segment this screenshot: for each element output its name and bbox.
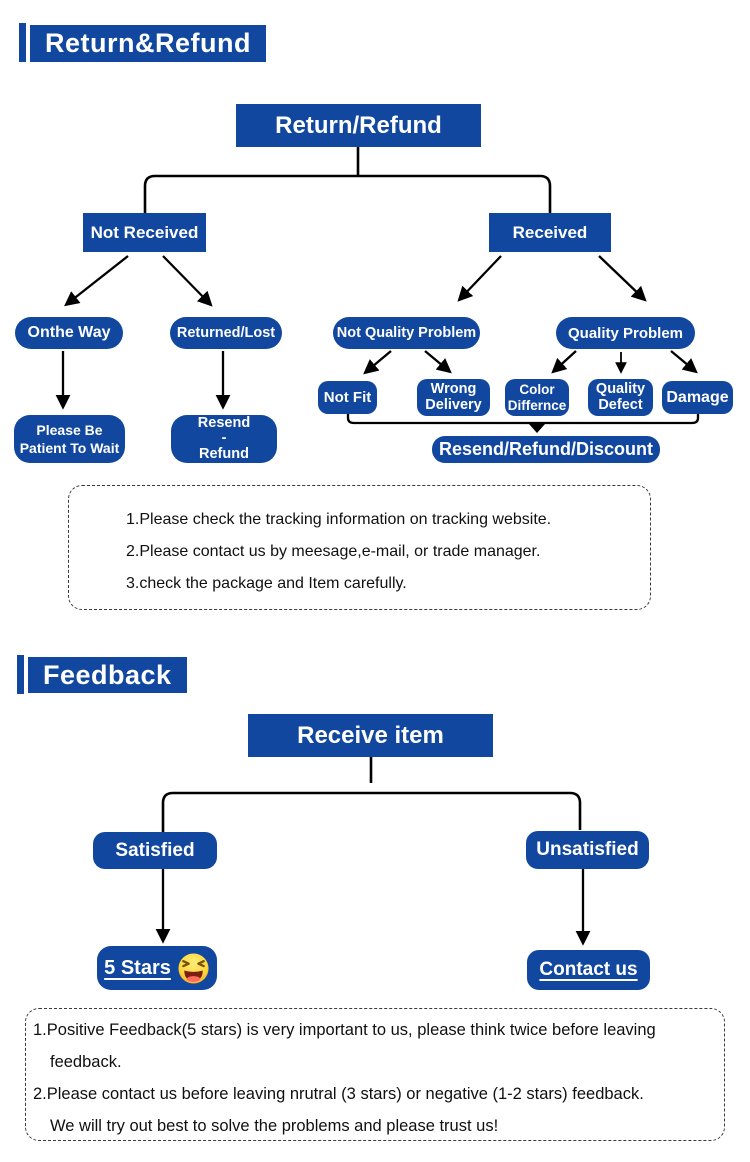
section1-bracket [346,414,700,433]
node-resend-refund-discount: Resend/Refund/Discount [432,436,660,463]
contact-us-button[interactable]: Contact us [527,950,650,990]
node-color-differnce: Color Differnce [505,379,569,416]
node-return-refund: Return/Refund [236,104,481,147]
node-received: Received [489,213,611,252]
laughing-emoji-icon [178,952,209,984]
node-not-received: Not Received [83,213,206,252]
contact-us-label: Contact us [539,959,638,980]
note-line: 1.Positive Feedback(5 stars) is very imp… [33,1021,656,1039]
section2-arrows [155,869,591,946]
node-not-quality-problem: Not Quality Problem [333,317,480,349]
node-five-stars: 5 Stars [97,946,217,990]
node-returned-lost: Returned/Lost [170,317,282,349]
emoji-tongue [186,975,200,982]
note-line: We will try out best to solve the proble… [50,1117,499,1135]
bracket-arrowhead [529,424,545,433]
node-quality-problem: Quality Problem [556,317,695,349]
node-resend-refund: Resend - Refund [171,415,277,463]
node-not-fit: Not Fit [318,381,377,414]
five-stars-label: 5 Stars [104,956,171,979]
emoji-right-eye [197,959,205,967]
node-please-be-patient: Please Be Patient To Wait [14,415,125,463]
note-line: 1.Please check the tracking information … [126,511,552,528]
section-title-return-refund: Return&Refund [30,25,266,62]
section-title-label: Feedback [43,659,172,690]
section-title-feedback: Feedback [28,657,187,693]
section-title-label: Return&Refund [45,28,251,58]
section-accent-bar [17,655,24,694]
note-line: 2.Please contact us before leaving nrutr… [33,1085,644,1103]
node-receive-item: Receive item [248,714,493,757]
node-damage: Damage [662,381,733,414]
node-satisfied: Satisfied [93,832,217,869]
node-wrong-delivery: Wrong Delivery [417,379,490,416]
section1-tree-lines [143,147,552,213]
note-line: feedback. [50,1053,122,1071]
node-quality-defect: Quality Defect [588,379,653,416]
tracking-notes-box: 1.Please check the tracking information … [68,485,651,610]
section2-tree-lines [161,757,582,832]
note-line: 2.Please contact us by meesage,e-mail, o… [126,543,541,560]
node-on-the-way: Onthe Way [15,317,123,349]
feedback-notes-box: 1.Positive Feedback(5 stars) is very imp… [25,1008,725,1141]
node-unsatisfied: Unsatisfied [526,831,649,869]
section-accent-bar [19,23,26,62]
emoji-left-eye [182,959,190,967]
note-line: 3.check the package and Item carefully. [126,575,407,592]
